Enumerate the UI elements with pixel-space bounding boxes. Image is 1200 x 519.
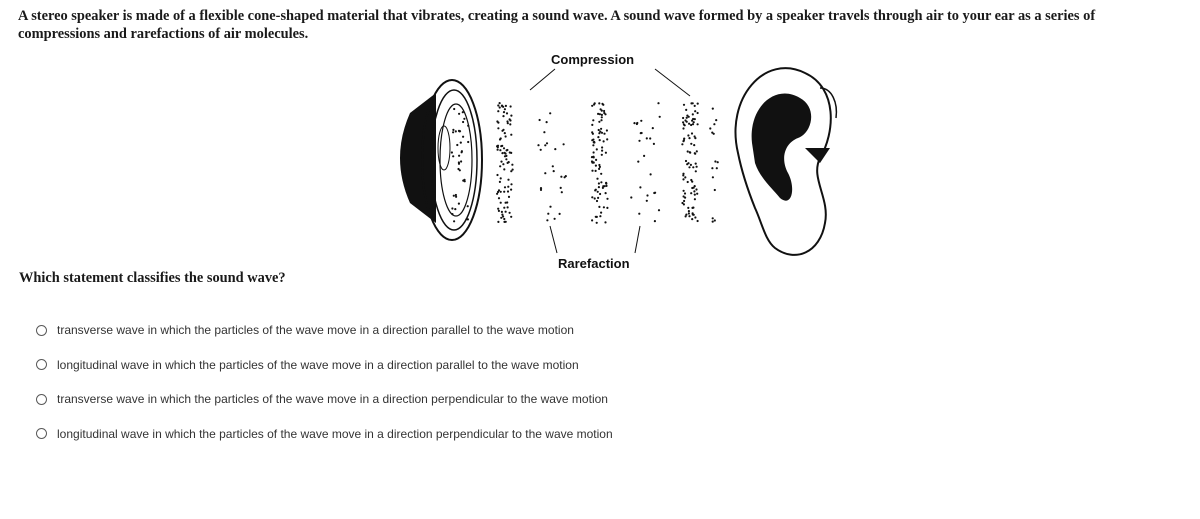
rarefaction-label: Rarefaction [558,256,630,271]
ear-icon [734,67,838,256]
compression-label: Compression [551,52,635,67]
answer-option-label: longitudinal wave in which the particles… [57,357,579,372]
sound-wave-figure: Compression Rarefaction [380,48,840,278]
radio-button-icon[interactable] [36,324,47,336]
answer-option-label: longitudinal wave in which the particles… [57,426,613,441]
answer-option-label: transverse wave in which the particles o… [57,392,608,406]
radio-button-icon[interactable] [36,428,47,439]
air-particles [450,102,719,224]
speaker-ear-diagram [400,67,838,256]
answer-option-1[interactable]: transverse wave in which the particles o… [36,320,613,340]
radio-button-icon[interactable] [36,359,47,370]
speaker-icon [400,79,483,241]
answer-option-label: transverse wave in which the particles o… [57,323,574,337]
radio-button-icon[interactable] [36,393,47,405]
answer-options: transverse wave in which the particles o… [36,320,613,458]
answer-option-4[interactable]: longitudinal wave in which the particles… [36,424,613,444]
question-text: A stereo speaker is made of a flexible c… [18,8,1096,42]
answer-option-3[interactable]: transverse wave in which the particles o… [36,389,613,409]
question-prompt: Which statement classifies the sound wav… [19,270,286,286]
answer-option-2[interactable]: longitudinal wave in which the particles… [36,355,613,375]
